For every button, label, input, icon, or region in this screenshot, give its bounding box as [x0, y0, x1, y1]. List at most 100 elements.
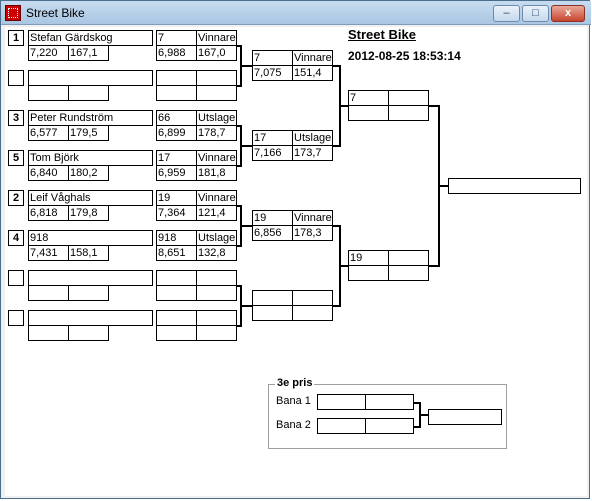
time-field[interactable]: 7,431 [28, 245, 69, 261]
result-field[interactable] [196, 270, 237, 286]
speed-field[interactable] [196, 285, 237, 301]
bike-id-field[interactable]: 7 [252, 50, 293, 66]
seed-box[interactable] [8, 70, 24, 86]
result-field[interactable] [388, 90, 429, 106]
bike-id-field[interactable]: 19 [252, 210, 293, 226]
result-field[interactable]: Utslagen [196, 110, 237, 126]
time-field[interactable]: 6,899 [156, 125, 197, 141]
speed-field[interactable]: 121,4 [196, 205, 237, 221]
speed-field[interactable]: 158,1 [68, 245, 109, 261]
time-field[interactable]: 6,840 [28, 165, 69, 181]
seed-box[interactable]: 5 [8, 150, 24, 166]
time-field[interactable]: 6,818 [28, 205, 69, 221]
seed-box[interactable]: 1 [8, 30, 24, 46]
result-field[interactable]: Vinnare [292, 210, 333, 226]
lane2-field-a[interactable] [317, 418, 366, 434]
rider-name-field[interactable]: Leif Våghals [28, 190, 153, 206]
result-field[interactable] [196, 70, 237, 86]
bike-id-field[interactable]: 7 [156, 30, 197, 46]
seed-box[interactable]: 3 [8, 110, 24, 126]
rider-name-field[interactable]: Peter Rundström [28, 110, 153, 126]
seed-box[interactable]: 2 [8, 190, 24, 206]
speed-field[interactable]: 178,7 [196, 125, 237, 141]
speed-field[interactable] [196, 325, 237, 341]
bracket-line [240, 145, 252, 147]
time-field[interactable] [28, 325, 69, 341]
bike-id-field[interactable]: 19 [348, 250, 389, 266]
app-icon[interactable] [5, 5, 21, 21]
time-field[interactable]: 6,988 [156, 45, 197, 61]
time-field[interactable] [348, 105, 389, 121]
bike-id-field[interactable] [156, 270, 197, 286]
speed-field[interactable] [68, 285, 109, 301]
title-bar[interactable]: Street Bike – □ x [1, 1, 591, 25]
bike-id-field[interactable]: 19 [156, 190, 197, 206]
lane1-field-a[interactable] [317, 394, 366, 410]
speed-field[interactable] [388, 265, 429, 281]
time-field[interactable] [348, 265, 389, 281]
rider-name-field[interactable] [28, 310, 153, 326]
speed-field[interactable] [196, 85, 237, 101]
rider-name-field[interactable] [28, 270, 153, 286]
result-field[interactable]: Utslagen [292, 130, 333, 146]
result-field[interactable] [196, 310, 237, 326]
time-field[interactable]: 6,959 [156, 165, 197, 181]
time-field[interactable]: 7,075 [252, 65, 293, 81]
third-place-winner-field[interactable] [428, 409, 502, 425]
close-button[interactable]: x [551, 5, 585, 22]
bike-id-field[interactable] [156, 310, 197, 326]
time-field[interactable] [156, 325, 197, 341]
speed-field[interactable] [68, 85, 109, 101]
time-field[interactable]: 7,220 [28, 45, 69, 61]
speed-field[interactable]: 167,0 [196, 45, 237, 61]
seed-box[interactable]: 4 [8, 230, 24, 246]
speed-field[interactable]: 179,5 [68, 125, 109, 141]
final-winner-field[interactable] [448, 178, 581, 194]
result-field[interactable]: Vinnare [196, 150, 237, 166]
time-field[interactable] [252, 305, 293, 321]
speed-field[interactable]: 178,3 [292, 225, 333, 241]
speed-field[interactable]: 180,2 [68, 165, 109, 181]
result-field[interactable]: Vinnare [196, 30, 237, 46]
speed-field[interactable] [68, 325, 109, 341]
rider-name-field[interactable]: Tom Björk [28, 150, 153, 166]
bike-id-field[interactable]: 918 [156, 230, 197, 246]
seed-box[interactable] [8, 270, 24, 286]
time-field[interactable] [156, 85, 197, 101]
time-field[interactable]: 6,577 [28, 125, 69, 141]
bike-id-field[interactable]: 17 [252, 130, 293, 146]
time-field[interactable]: 7,166 [252, 145, 293, 161]
result-field[interactable]: Utslagen [196, 230, 237, 246]
bike-id-field[interactable] [156, 70, 197, 86]
time-field[interactable]: 7,364 [156, 205, 197, 221]
speed-field[interactable]: 151,4 [292, 65, 333, 81]
speed-field[interactable]: 179,8 [68, 205, 109, 221]
time-field[interactable] [28, 85, 69, 101]
speed-field[interactable] [292, 305, 333, 321]
bike-id-field[interactable]: 66 [156, 110, 197, 126]
time-field[interactable]: 6,856 [252, 225, 293, 241]
speed-field[interactable]: 181,8 [196, 165, 237, 181]
result-field[interactable] [292, 290, 333, 306]
rider-name-field[interactable] [28, 70, 153, 86]
speed-field[interactable] [388, 105, 429, 121]
rider-name-field[interactable]: Stefan Gärdskog [28, 30, 153, 46]
rider-name-field[interactable]: 918 [28, 230, 153, 246]
result-field[interactable]: Vinnare [292, 50, 333, 66]
time-field[interactable] [156, 285, 197, 301]
time-field[interactable]: 8,651 [156, 245, 197, 261]
speed-field[interactable]: 132,8 [196, 245, 237, 261]
maximize-button[interactable]: □ [522, 5, 549, 22]
lane1-field-b[interactable] [365, 394, 414, 410]
bike-id-field[interactable]: 7 [348, 90, 389, 106]
bike-id-field[interactable]: 17 [156, 150, 197, 166]
time-field[interactable] [28, 285, 69, 301]
lane2-field-b[interactable] [365, 418, 414, 434]
speed-field[interactable]: 173,7 [292, 145, 333, 161]
bike-id-field[interactable] [252, 290, 293, 306]
speed-field[interactable]: 167,1 [68, 45, 109, 61]
result-field[interactable]: Vinnare [196, 190, 237, 206]
minimize-button[interactable]: – [493, 5, 520, 22]
seed-box[interactable] [8, 310, 24, 326]
result-field[interactable] [388, 250, 429, 266]
